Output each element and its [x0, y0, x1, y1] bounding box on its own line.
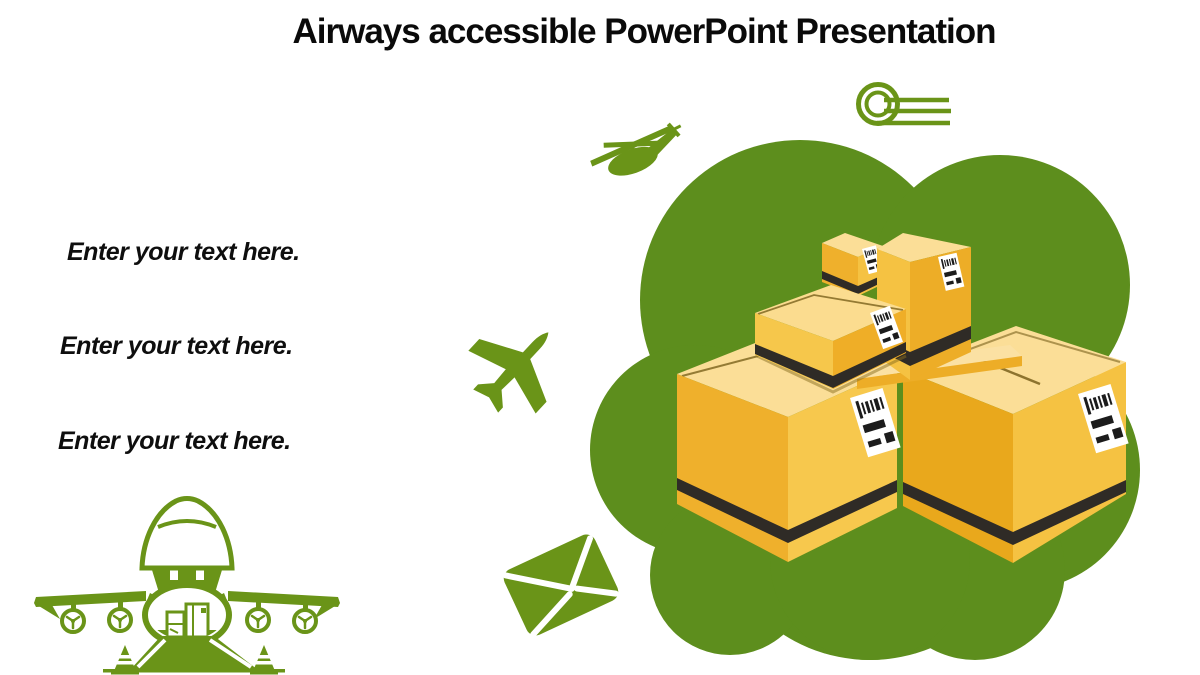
text-placeholder-3[interactable]: Enter your text here. — [58, 427, 291, 455]
ground-line — [103, 669, 285, 673]
plane-engine — [245, 607, 271, 633]
slide-title[interactable]: Airways accessible PowerPoint Presentati… — [292, 12, 996, 51]
plane-nose-dome — [139, 496, 235, 571]
box-medium — [755, 285, 907, 394]
parcel-boxes-illustration — [677, 233, 1129, 563]
text-placeholder-1[interactable]: Enter your text here. — [67, 238, 300, 266]
plane-wings — [34, 591, 340, 619]
box-small-back — [822, 233, 883, 296]
speed-circles-icon — [856, 82, 951, 126]
plane-engine — [60, 608, 86, 634]
traffic-cone-left — [111, 645, 139, 675]
plane-engine — [292, 608, 318, 634]
envelope-icon — [502, 534, 619, 638]
helicopter-icon — [590, 122, 682, 176]
traffic-cone-right — [250, 645, 278, 675]
airplane-icon — [468, 332, 549, 414]
plane-loading-ramp — [130, 636, 258, 670]
cargo-plane-illustration — [34, 496, 340, 675]
text-placeholder-2[interactable]: Enter your text here. — [60, 332, 293, 360]
box-large-left — [677, 330, 901, 562]
box-large-right — [903, 326, 1129, 563]
plane-engine — [107, 607, 133, 633]
